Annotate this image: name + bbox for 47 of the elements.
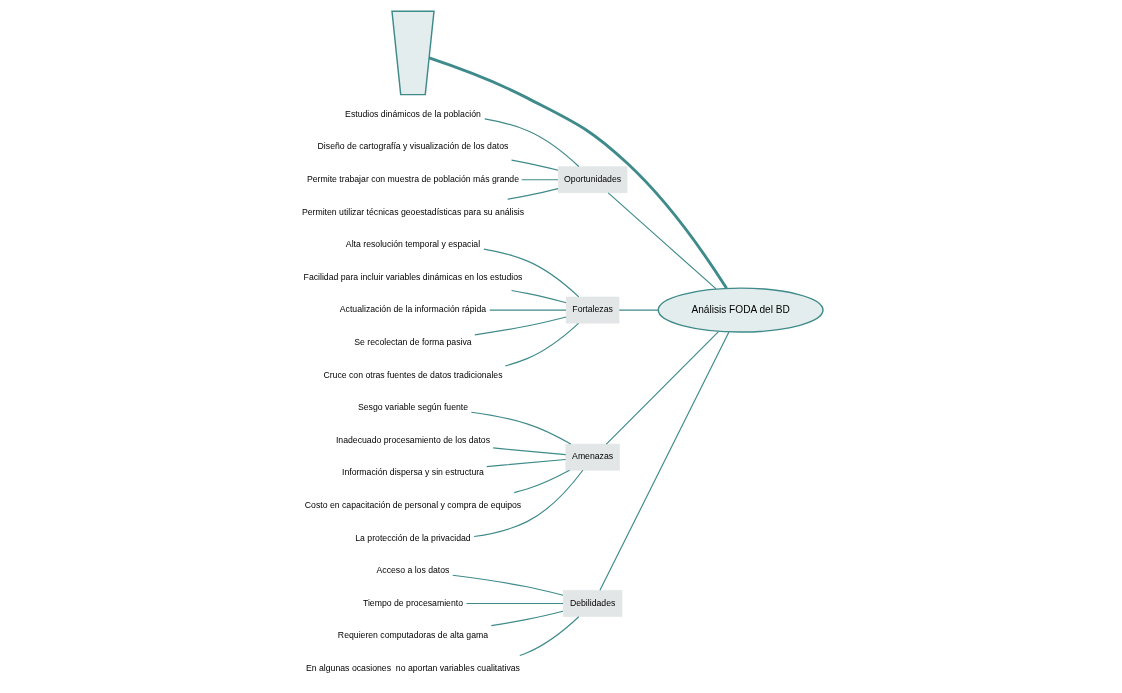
node-text: Facilidad para incluir variables dinámicas en los estudios (303, 271, 523, 282)
node-text: Diseño de cartografía y visualización de los datos (317, 141, 509, 152)
connector (519, 616, 580, 657)
connector (490, 610, 564, 627)
node-text: Cruce con otras fuentes de datos tradicionales (323, 369, 503, 380)
connector (486, 458, 567, 468)
connector (618, 309, 659, 311)
connector (513, 469, 571, 494)
node-text: La protección de la privacidad (355, 532, 471, 543)
connector (465, 602, 564, 605)
node-box: Debilidades (562, 590, 623, 617)
connector (510, 289, 567, 304)
node-text: En algunas ocasiones no aportan variables cualitativas (306, 662, 520, 673)
node-text: Tiempo de procesamiento (362, 597, 464, 608)
connector (474, 316, 567, 336)
connector (492, 447, 567, 456)
connector (599, 331, 730, 591)
connector (428, 56, 728, 290)
connector (506, 188, 559, 200)
connector (510, 159, 559, 171)
node-text: Sesgo variable según fuente (357, 402, 469, 413)
connector (483, 248, 580, 298)
node-text: Alta resolución temporal y espacial (345, 239, 481, 250)
connector (521, 179, 559, 181)
node-text: Estudios dinámicos de la población (345, 108, 481, 119)
node-box: Amenazas (565, 443, 620, 471)
connector (607, 192, 717, 290)
node-box: Fortalezas (565, 296, 620, 324)
node-tail (391, 10, 435, 96)
node-text: Permite trabajar con muestra de población más grande (306, 173, 519, 184)
connector (489, 309, 567, 311)
node-box: Oportunidades (557, 166, 628, 194)
connector (605, 331, 720, 445)
connector (470, 411, 572, 445)
node-text: Requieren computadoras de alta gama (337, 630, 489, 641)
node-text: Costo en capacitación de personal y compra de equipos (304, 499, 522, 510)
node-text: Información dispersa y sin estructura (342, 467, 484, 478)
node-text: Inadecuado procesamiento de los datos (335, 434, 491, 445)
node-text: Permiten utilizar técnicas geoestadísticas para su análisis (301, 206, 525, 217)
connector (484, 118, 580, 168)
connector (473, 469, 584, 538)
connector (504, 322, 580, 367)
node-text: Se recolectan de forma pasiva (354, 336, 472, 347)
node-text: Actualización de la información rápida (339, 304, 487, 315)
connector (452, 574, 564, 596)
node-text: Acceso a los datos (376, 565, 450, 576)
node-ellipse: Análisis FODA del BD (657, 287, 824, 333)
